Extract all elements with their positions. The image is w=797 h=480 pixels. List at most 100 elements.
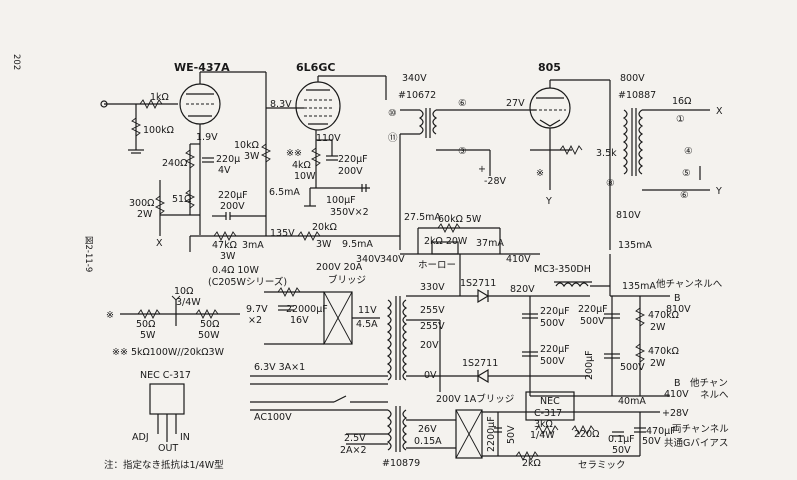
r-2k-bias: 2kΩ	[522, 458, 541, 469]
c2: 220μF	[540, 344, 570, 355]
tube-805	[529, 80, 571, 129]
v-410-psu: 410V	[664, 389, 689, 400]
pinout-title: NEC C-317	[140, 370, 191, 381]
i-3: 3mA	[242, 240, 264, 251]
c-2200v: 50V	[506, 425, 517, 444]
c1: 220μF	[540, 306, 570, 317]
pin-out: OUT	[158, 443, 178, 454]
bridge-top2: ブリッジ	[328, 274, 366, 286]
r-60k: 60kΩ 5W	[438, 214, 482, 225]
c-100: 100μF	[326, 195, 356, 206]
heater-2-5a: 2A×2	[340, 445, 367, 456]
b1: B	[674, 293, 681, 304]
v-340-rail: 340V	[356, 254, 381, 265]
choke: MC3-350DH	[534, 264, 591, 275]
out-x-left: X	[156, 238, 163, 249]
to-other-2b: ネルへ	[700, 390, 729, 401]
c-22000v: 16V	[290, 315, 309, 326]
pin-6: ⑥	[458, 98, 467, 109]
r-50b: 50Ω	[200, 319, 219, 330]
bridge-top: 200V 20A	[316, 262, 363, 273]
tap-330: 330V	[420, 282, 445, 293]
c-220v: 4V	[218, 165, 231, 176]
horo: ホーロー	[418, 260, 456, 271]
c-100v: 350V×2	[330, 207, 369, 218]
v-m28: -28V	[484, 176, 507, 187]
pin-11: ⑪	[388, 133, 398, 144]
r1w: 2W	[650, 322, 666, 333]
regulator	[525, 391, 575, 421]
term-6: ⑥	[680, 190, 689, 201]
v-8-3: 8.3V	[270, 99, 292, 110]
star-output: ※	[536, 168, 544, 179]
v-plate: 1.9V	[196, 132, 218, 143]
c-470: 470μF	[646, 426, 676, 437]
r-10kw: 3W	[244, 151, 260, 162]
r-20kw: 3W	[316, 239, 332, 250]
i-135-out: 135mA	[618, 240, 652, 251]
c2v: 500V	[540, 356, 565, 367]
r-10k: 10kΩ	[234, 140, 259, 151]
pin-10: ⑩	[388, 108, 397, 119]
v-135: 135V	[270, 228, 295, 239]
v-110: 110V	[316, 133, 341, 144]
b2: B	[674, 378, 681, 389]
heater-6-3: 6.3V 3A×1	[254, 362, 305, 373]
r2w: 2W	[650, 358, 666, 369]
ac-100v: AC100V	[254, 412, 292, 423]
plus: +	[478, 164, 486, 175]
r-3k: 3kΩ	[534, 419, 553, 430]
c-220: 220μ	[216, 154, 240, 165]
v-9-7: 9.7V	[246, 304, 268, 315]
c-220-driver: 220μF	[338, 154, 368, 165]
c-220bv: 200V	[220, 201, 245, 212]
v-820: 820V	[510, 284, 535, 295]
tube-we437a	[179, 72, 221, 125]
r-50bw: 50W	[198, 330, 220, 341]
c3v: 500V	[580, 316, 605, 327]
w-11v: 11V	[358, 305, 377, 316]
out-x-right: X	[716, 106, 723, 117]
c4: 200μF	[584, 350, 595, 380]
fil-note: ※※ 5kΩ100W//20kΩ3W	[112, 347, 225, 358]
bridge-2: 200V 1Aブリッジ	[436, 393, 514, 405]
pin-in: IN	[180, 432, 190, 443]
to-other-2: 他チャン	[690, 377, 728, 389]
tap-255a: 255V	[420, 305, 445, 316]
v-810-psu: 810V	[666, 304, 691, 315]
c-0-1v: 50V	[612, 445, 631, 456]
pin-3: ③	[458, 146, 467, 157]
term-1: ①	[676, 114, 685, 125]
i-37: 37mA	[476, 238, 504, 249]
r-220: 220Ω	[574, 429, 599, 440]
r-47k: 47kΩ	[212, 240, 237, 251]
c1v: 500V	[540, 318, 565, 329]
c3: 220μF	[578, 304, 608, 315]
r1: 470kΩ	[648, 310, 679, 321]
page-number: 202	[11, 54, 21, 70]
r-10: 10Ω	[174, 286, 193, 297]
imp-16: 16Ω	[672, 96, 691, 107]
pin-adj: ADJ	[132, 432, 149, 443]
output-transformer	[622, 108, 644, 176]
r-4k: 4kΩ	[292, 160, 311, 171]
v-340-top: 340V	[402, 73, 427, 84]
r-3kw: 1/4W	[530, 430, 555, 441]
bias-label2: 共通Gバイアス	[664, 438, 728, 449]
bias-label: 両チャンネル	[672, 424, 729, 435]
r-4kw: 10W	[294, 171, 316, 182]
to-other-1: 他チャンネルへ	[656, 278, 723, 290]
heater-2-5: 2.5V	[344, 433, 366, 444]
tap-255b: 255V	[420, 321, 445, 332]
r-3-5k: 3.5k	[596, 148, 617, 159]
tube-6l6gc	[295, 76, 341, 131]
r-50aw: 5W	[140, 330, 156, 341]
v-27: 27V	[506, 98, 525, 109]
interstage-part: #10672	[398, 90, 436, 101]
v-340b: 340V	[380, 254, 405, 265]
r-20k: 20kΩ	[312, 222, 337, 233]
tube-label-output: 805	[538, 61, 561, 74]
term-5: ⑤	[682, 168, 691, 179]
tube-label-input: WE-437A	[174, 61, 230, 74]
mark-driver: ※※	[286, 148, 302, 159]
